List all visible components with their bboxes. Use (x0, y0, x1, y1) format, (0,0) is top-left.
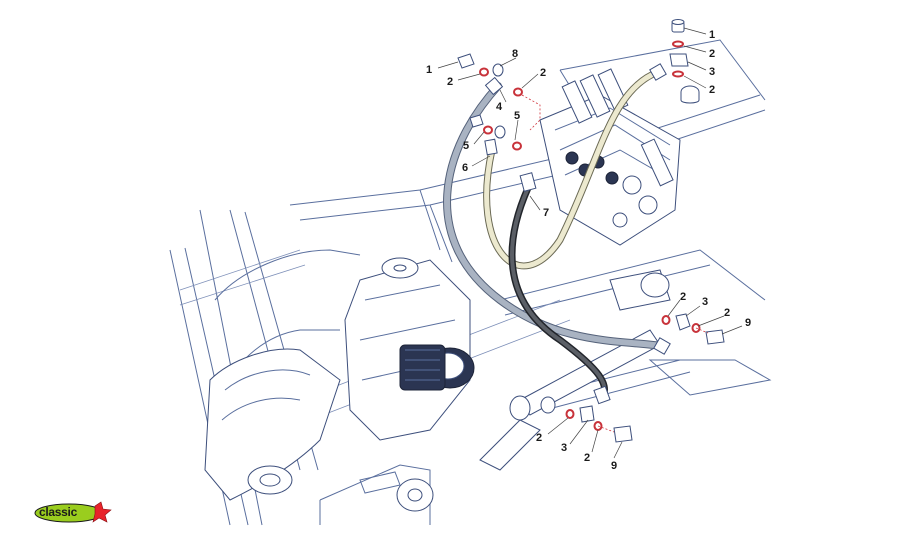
logo-text: classic (39, 505, 77, 519)
callout-labels: 1 2 8 2 4 5 5 6 7 1 2 3 2 2 3 2 9 2 3 2 … (426, 29, 751, 472)
callout-label: 1 (709, 29, 715, 41)
callout-label: 2 (540, 67, 546, 79)
logo-swoosh-icon (34, 501, 112, 523)
callout-label: 4 (496, 101, 503, 113)
callout-label: 5 (463, 140, 469, 152)
callout-label: 3 (561, 442, 567, 454)
callout-label: 9 (745, 317, 751, 329)
machine-frame (169, 39, 772, 526)
callout-label: 2 (584, 452, 590, 464)
callout-label: 7 (543, 207, 549, 219)
callout-label: 8 (512, 48, 518, 60)
callout-leaders (437, 27, 743, 459)
callout-label: 2 (536, 432, 542, 444)
callout-label: 2 (709, 48, 715, 60)
classic-logo: classic (33, 500, 115, 526)
exploded-fittings (457, 19, 725, 443)
callout-label: 2 (447, 76, 453, 88)
callout-label: 6 (462, 162, 468, 174)
callout-label: 2 (680, 291, 686, 303)
callout-label: 9 (611, 460, 617, 472)
callout-label: 5 (514, 110, 520, 122)
callout-label: 2 (724, 307, 730, 319)
callout-label: 3 (702, 296, 708, 308)
callout-label: 1 (426, 64, 432, 76)
control-valve-block (539, 68, 681, 246)
callout-label: 3 (709, 66, 715, 78)
callout-label: 2 (709, 84, 715, 96)
hoses (443, 63, 671, 405)
